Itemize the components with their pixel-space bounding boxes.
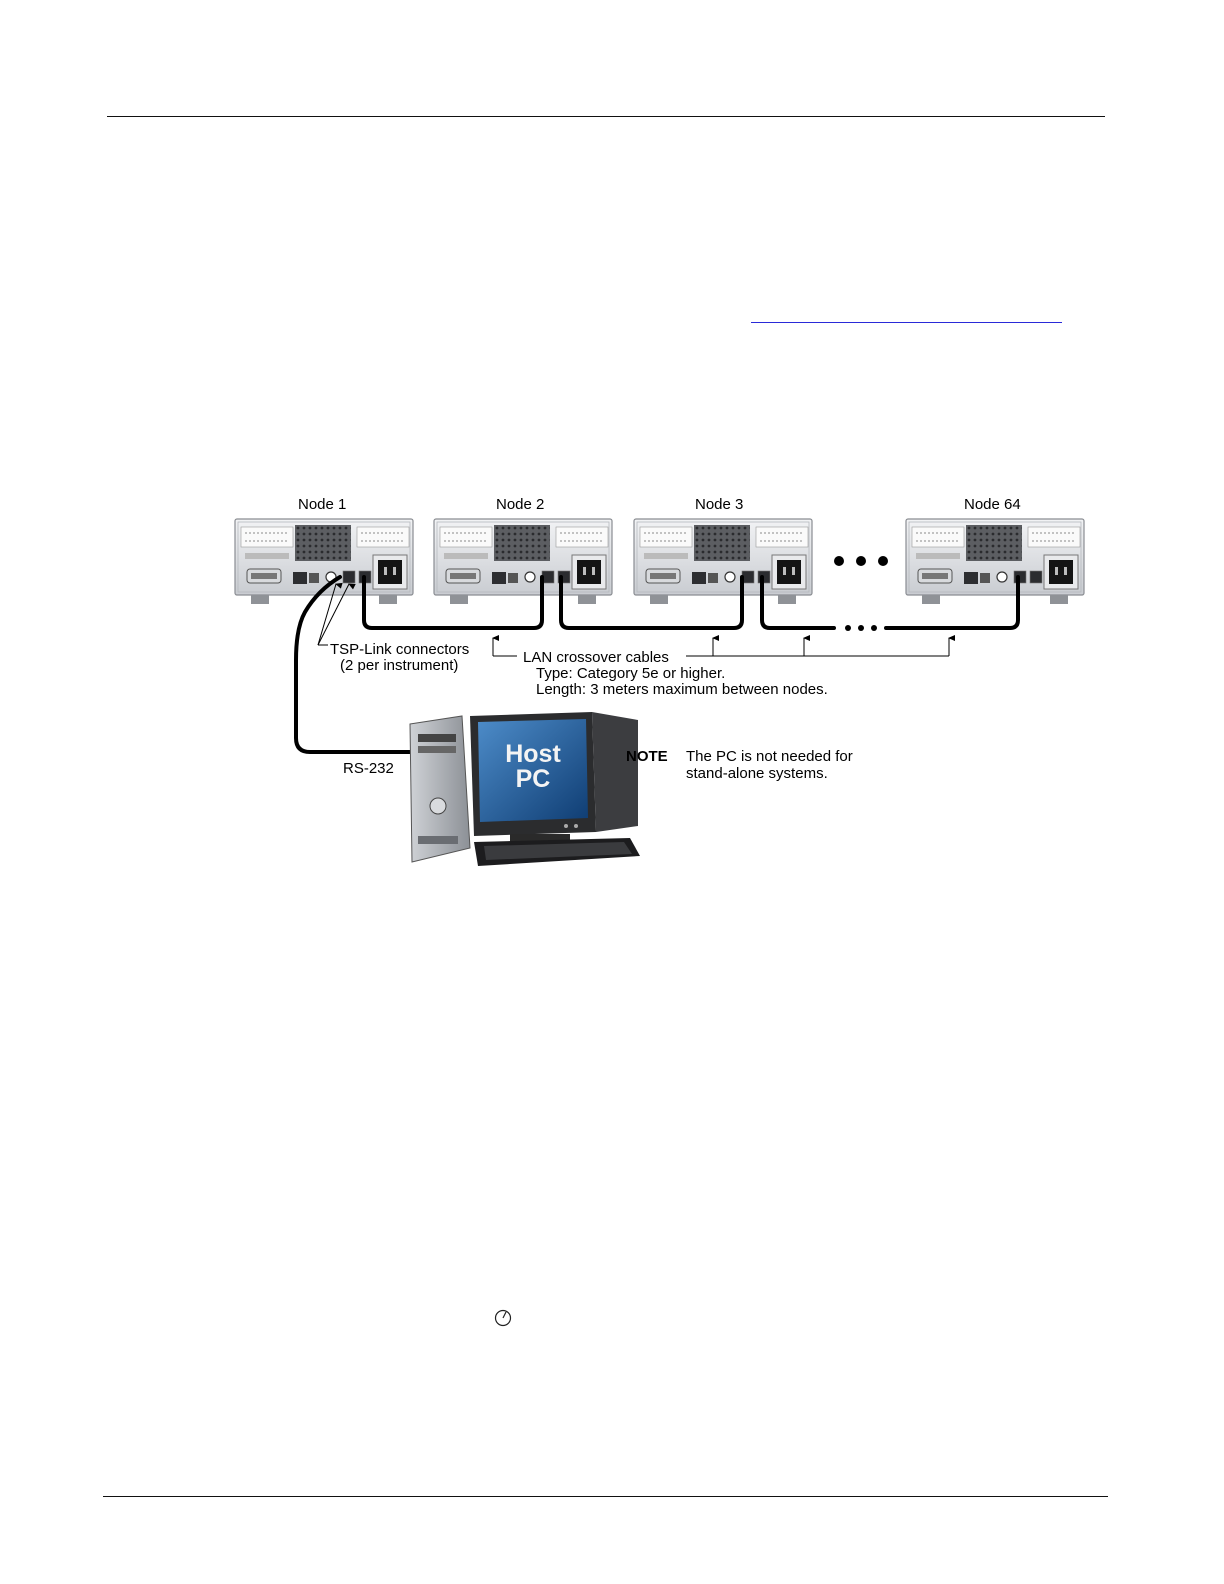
note-label: NOTE bbox=[626, 748, 668, 765]
ellipsis-dots-icon bbox=[834, 556, 888, 566]
host-pc-line2: PC bbox=[516, 765, 551, 793]
node-3-label: Node 3 bbox=[695, 496, 743, 513]
note-line1: The PC is not needed for bbox=[686, 748, 853, 765]
node-64-label: Node 64 bbox=[964, 496, 1021, 513]
instrument-node-2 bbox=[434, 519, 612, 604]
circle-icon bbox=[496, 1311, 511, 1326]
instrument-node-3 bbox=[634, 519, 812, 604]
note-line2: stand-alone systems. bbox=[686, 765, 828, 782]
lan-cable-type: Type: Category 5e or higher. bbox=[536, 665, 725, 682]
node-1-label: Node 1 bbox=[298, 496, 346, 513]
lan-cables-label: LAN crossover cables bbox=[523, 649, 669, 666]
cable-ellipsis-icon bbox=[845, 625, 877, 631]
tsp-link-label: TSP-Link connectors bbox=[330, 641, 469, 658]
lan-cable-length: Length: 3 meters maximum between nodes. bbox=[536, 681, 828, 698]
host-pc-line1: Host bbox=[505, 740, 561, 768]
footer-rule bbox=[103, 1496, 1108, 1497]
tsp-link-sublabel: (2 per instrument) bbox=[340, 657, 458, 674]
node-2-label: Node 2 bbox=[496, 496, 544, 513]
rs232-label: RS-232 bbox=[343, 760, 394, 777]
instrument-node-64 bbox=[906, 519, 1084, 604]
